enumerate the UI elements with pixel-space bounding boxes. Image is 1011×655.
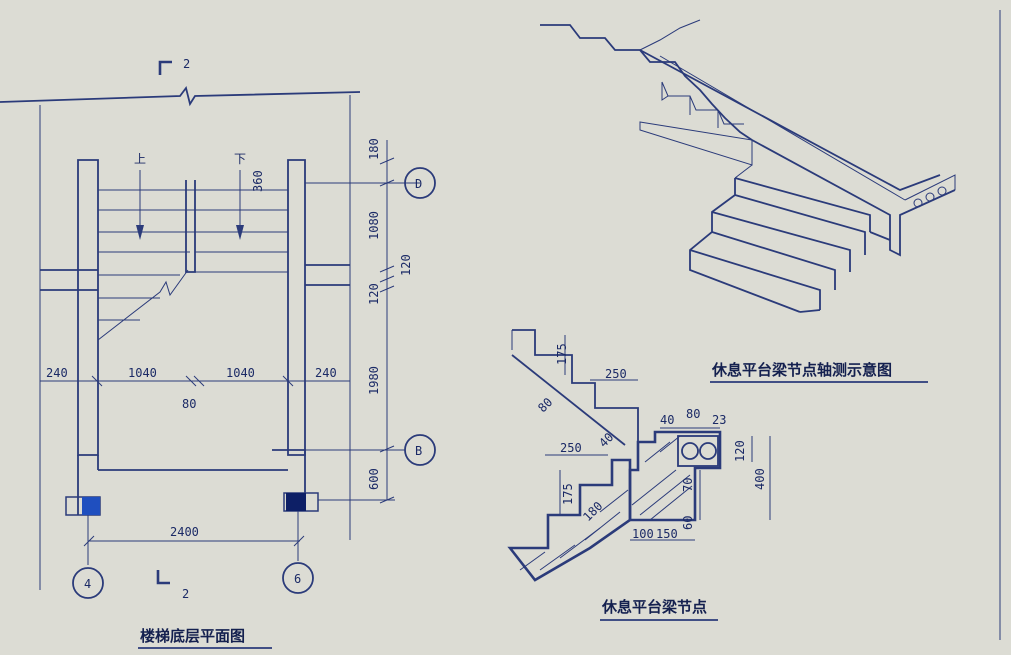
up-label: 上 <box>134 152 146 166</box>
dim-tick-bottom-right <box>293 535 305 547</box>
axo-lower-flight <box>689 177 891 313</box>
detail-slab-hole-1 <box>681 442 699 460</box>
detail-dim-250-bottom: 250 <box>560 441 582 455</box>
axo-beam-front <box>751 139 956 257</box>
dim-180: 180 <box>367 138 381 160</box>
column-left-fill <box>82 497 100 515</box>
section-mark-top-label: 2 <box>183 57 190 71</box>
dim-80: 80 <box>182 397 196 411</box>
axis-bubble-6 <box>282 562 314 594</box>
detail-dim-23: 23 <box>712 413 726 427</box>
axis-label-d: D <box>415 177 422 191</box>
plan-stair-well <box>185 180 196 273</box>
dim-240-left: 240 <box>46 366 68 380</box>
dim-1980: 1980 <box>367 366 381 395</box>
detail-dim-60: 60 <box>681 516 695 530</box>
axo-upper-rail <box>639 19 701 51</box>
detail-dim-120: 120 <box>733 440 747 462</box>
detail-dim-150: 150 <box>656 527 678 541</box>
axis-label-4: 4 <box>84 577 91 591</box>
detail-landing-beam <box>628 430 722 522</box>
up-arrow-icon <box>136 225 144 240</box>
detail-dim-400: 400 <box>753 468 767 490</box>
axis-bubble-4 <box>72 567 104 599</box>
down-label: 下 <box>234 152 246 166</box>
axo-landing-join <box>734 164 753 179</box>
axo-slab-edge <box>904 174 956 201</box>
plan-top-wall-line <box>0 85 361 107</box>
plan-break-line <box>97 269 189 341</box>
detail-lower-hatch <box>519 489 629 571</box>
axo-slab-hole-1 <box>913 198 923 208</box>
detail-dim-lines <box>545 335 771 541</box>
detail-dim-175-bottom: 175 <box>561 483 575 505</box>
dim-1080: 1080 <box>367 211 381 240</box>
axo-caption: 休息平台梁节点轴测示意图 <box>711 361 892 379</box>
detail-upper-flight <box>512 329 639 442</box>
axis-bubble-b <box>404 434 436 466</box>
axonometric-view: 休息平台梁节点轴测示意图 <box>540 19 956 383</box>
section-mark-top <box>158 60 172 75</box>
axo-beam-top-edge <box>639 49 941 191</box>
dim-1040-right: 1040 <box>226 366 255 380</box>
axo-slab-hole-2 <box>925 192 935 202</box>
section-mark-bottom <box>156 570 170 585</box>
plan-dim-ticks <box>91 375 294 387</box>
detail-dim-250-top: 250 <box>605 367 627 381</box>
dim-1040-left: 1040 <box>128 366 157 380</box>
dim-240-right: 240 <box>315 366 337 380</box>
detail-beam-hatch <box>631 435 693 521</box>
detail-caption: 休息平台梁节点 <box>601 598 707 616</box>
detail-dim-70: 70 <box>681 478 695 492</box>
axis-bubble-d <box>404 167 436 199</box>
axo-beam-line-1 <box>659 55 906 201</box>
column-right-fill <box>286 493 306 511</box>
dim-600: 600 <box>367 468 381 490</box>
axis-label-b: B <box>415 444 422 458</box>
plan-stair-treads <box>98 189 288 321</box>
detail-upper-soffit <box>511 354 626 446</box>
detail-dim-175-top: 175 <box>555 343 569 365</box>
axo-slab-hole-3 <box>937 186 947 196</box>
dim-120-a: 120 <box>399 254 413 276</box>
detail-slab-hole-2 <box>699 442 717 460</box>
dim-2400: 2400 <box>170 525 199 539</box>
axo-upper-steps <box>661 81 744 128</box>
detail-hollow-slab <box>677 435 719 467</box>
dim-360: 360 <box>251 170 265 192</box>
dim-120-b: 120 <box>367 283 381 305</box>
detail-dim-100: 100 <box>632 527 654 541</box>
axis-label-6: 6 <box>294 572 301 586</box>
stair-plan: 上 下 2 2 240 1040 1040 240 80 <box>0 57 436 649</box>
section-mark-bottom-label: 2 <box>182 587 189 601</box>
detail-dim-40-top: 40 <box>660 413 674 427</box>
beam-node-detail: 175 250 80 250 40 175 40 80 23 120 400 7… <box>507 329 771 621</box>
dim-tick-bottom-left <box>83 535 95 547</box>
detail-lower-flight <box>507 458 632 582</box>
plan-caption: 楼梯底层平面图 <box>140 627 245 645</box>
down-arrow-icon <box>236 225 244 240</box>
detail-dim-80-top: 80 <box>686 407 700 421</box>
